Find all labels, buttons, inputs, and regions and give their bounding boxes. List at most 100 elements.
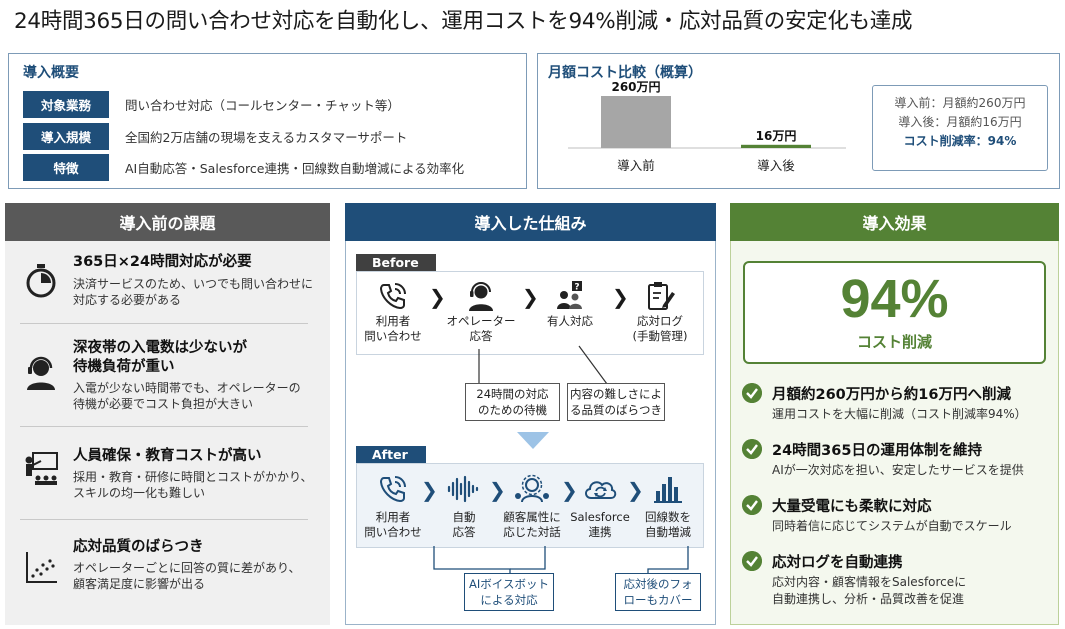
chevron-right-icon: ❯ [421, 478, 438, 502]
effect-desc: 同時着信に応じてシステムが自動でスケール [772, 519, 1012, 533]
effect-desc: AIが一次対応を担い、安定したサービスを提供 [772, 463, 1024, 477]
before-callout: 内容の難しさによ る品質のばらつき [567, 383, 665, 421]
cloud-sync-icon [585, 481, 617, 499]
cost-before-note: 導入前：月額約260万円 [894, 96, 1026, 110]
divider [20, 519, 308, 520]
cost-bar [601, 96, 671, 148]
flow-step: Salesforce 連携 [564, 474, 636, 540]
overview-value: 問い合わせ対応（コールセンター・チャット等） [125, 98, 400, 113]
callout-text: 内容の難しさによ [570, 387, 662, 401]
reduction-percent: 94% [840, 269, 949, 329]
cost-rate-note: コスト削減率：94% [903, 134, 1017, 148]
bar-category-label: 導入前 [617, 158, 655, 173]
issues-panel [5, 241, 330, 625]
callout-text: 24時間の対応 [476, 387, 549, 401]
bar-value-label: 16万円 [756, 129, 797, 143]
check-icon [742, 439, 762, 459]
before-callout: 24時間の対応 のための待機 [465, 383, 560, 421]
issues-header: 導入前の課題 [5, 203, 330, 241]
effect-desc: 運用コストを大幅に削減（コスト削減率94%） [772, 407, 1027, 421]
page-title: 24時間365日の問い合わせ対応を自動化し、運用コストを94%削減・応対品質の安… [14, 9, 913, 34]
flow-step: 自動 応答 [428, 474, 500, 540]
callout-text: AIボイスボット [469, 577, 549, 591]
step-label: 応じた対話 [503, 525, 561, 539]
voice-wave-icon [447, 475, 479, 503]
overview-panel: 導入概要 対象業務 問い合わせ対応（コールセンター・チャット等） 導入規模 全国… [8, 53, 527, 189]
overview-row: 特徴 AI自動応答・Salesforce連携・回線数自動増減による効率化 [23, 154, 464, 181]
issue-desc: オペレーターごとに回答の質に差があり、 [73, 561, 301, 575]
effect-title: 大量受電にも柔軟に対応 [772, 499, 932, 515]
issue-desc: 顧客満足度に影響が出る [73, 577, 206, 591]
overview-row: 導入規模 全国約2万店舗の現場を支えるカスタマーサポート [23, 123, 407, 150]
operator-icon [469, 282, 493, 311]
after-connectors [433, 546, 689, 573]
mechanism-panel [345, 241, 716, 625]
overview-value: AI自動応答・Salesforce連携・回線数自動増減による効率化 [125, 161, 465, 176]
step-label: 応対ログ [637, 314, 683, 328]
stopwatch-icon [26, 264, 56, 298]
cost-heading: 月額コスト比較（概算） [548, 65, 702, 81]
chevron-right-icon: ❯ [489, 478, 506, 502]
before-connectors [478, 345, 608, 386]
step-label: 連携 [588, 525, 612, 539]
issue-desc: 対応する必要がある [73, 293, 182, 307]
chevron-right-icon: ❯ [561, 478, 578, 502]
callout-text: ローもカバー [623, 593, 693, 607]
effects-header: 導入効果 [730, 203, 1059, 241]
callout-text: による対応 [480, 593, 538, 607]
overview-key: 導入規模 [23, 123, 109, 150]
step-label: 回線数を [645, 510, 691, 524]
issue-title: 365日×24時間対応が必要 [73, 254, 252, 270]
flow-step: 利用者 問い合わせ [357, 281, 429, 344]
issue-title: 人員確保・教育コストが高い [73, 448, 262, 464]
step-label: 顧客属性に [503, 510, 561, 524]
flow-step: 回線数を 自動増減 [632, 474, 704, 540]
operator-headset-icon [27, 356, 55, 390]
chevron-right-icon: ❯ [429, 285, 446, 309]
callout-text: 応対後のフォ [623, 577, 693, 591]
effect-desc: 自動連携し、分析・品質改善を促進 [772, 592, 965, 606]
step-label: Salesforce [570, 510, 630, 524]
check-icon [742, 495, 762, 515]
step-label: 問い合わせ [364, 525, 422, 539]
issue-title: 深夜帯の入電数は少ないが [73, 340, 247, 356]
divider [20, 426, 308, 427]
cost-panel: 月額コスト比較（概算） 260万円導入前 16万円導入後 導入前：月額約260万円… [537, 53, 1060, 189]
issue-desc: スキルの均一化も難しい [73, 486, 206, 500]
overview-key: 対象業務 [23, 91, 109, 118]
effect-title: 24時間365日の運用体制を維持 [772, 443, 982, 459]
chevron-right-icon: ❯ [627, 478, 644, 502]
step-label: 応答 [469, 329, 493, 343]
step-label: 利用者 [375, 510, 411, 524]
cost-summary-box: 導入前：月額約260万円 導入後：月額約16万円 コスト削減率：94% [872, 85, 1048, 171]
bar-value-label: 260万円 [611, 80, 660, 94]
step-label: 応答 [452, 525, 476, 539]
flow-step: ? 有人対応 [534, 281, 606, 329]
cost-after-note: 導入後：月額約16万円 [898, 115, 1022, 129]
overview-key: 特徴 [23, 154, 109, 181]
mechanism-header: 導入した仕組み [345, 203, 716, 241]
overview-heading: 導入概要 [23, 65, 79, 81]
step-label: 問い合わせ [364, 329, 422, 343]
after-flow [356, 463, 704, 548]
cost-bar [741, 144, 811, 148]
bar-category-label: 導入後 [757, 158, 795, 173]
flow-step: 利用者 問い合わせ [357, 474, 429, 540]
after-tag: After [356, 446, 426, 463]
issue-desc: 決済サービスのため、いつでも問い合わせに [73, 277, 314, 291]
down-arrow-icon [517, 432, 549, 449]
step-label: オペレーター [446, 314, 516, 328]
effect-title: 月額約260万円から約16万円へ削減 [772, 387, 1011, 403]
flow-step: 顧客属性に 応じた対話 [496, 474, 568, 540]
svg-text:?: ? [574, 283, 579, 293]
step-label: 自動増減 [645, 525, 691, 539]
divider [20, 323, 308, 324]
step-label: 自動 [452, 510, 476, 524]
after-callout: AIボイスボット による対応 [464, 573, 554, 611]
reduction-highlight: 94% コスト削減 [743, 261, 1046, 364]
overview-value: 全国約2万店舗の現場を支えるカスタマーサポート [125, 130, 408, 145]
reduction-label: コスト削減 [856, 333, 932, 351]
check-icon [742, 551, 762, 571]
issue-title-line2: 待機負荷が重い [73, 359, 175, 375]
